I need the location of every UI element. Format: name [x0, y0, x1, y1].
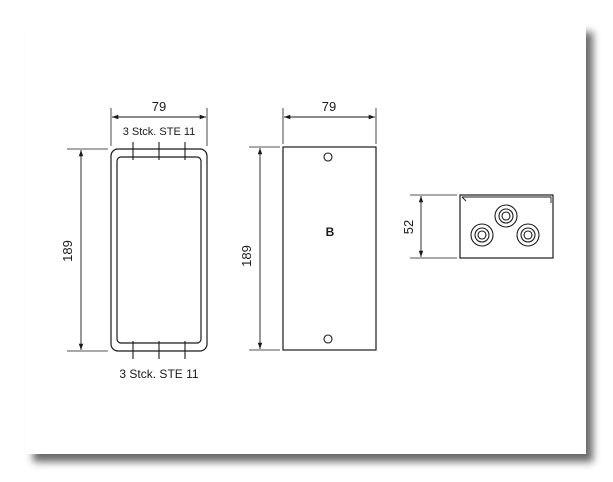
- width-label: 79: [322, 99, 336, 114]
- socket-top: [494, 204, 518, 228]
- frame-inner: [116, 156, 202, 344]
- middle-view: B 79 189: [239, 99, 377, 351]
- center-letter: B: [326, 225, 335, 239]
- socket-left: [470, 223, 494, 247]
- right-view: 52: [401, 194, 554, 259]
- bottom-terminals: [132, 341, 186, 359]
- socket-lip: [461, 196, 552, 203]
- width-label: 79: [152, 99, 166, 114]
- top-terminals: [132, 142, 186, 160]
- bottom-screw-hole: [323, 334, 333, 344]
- top-screw-hole: [323, 152, 333, 162]
- cover-plate: [282, 146, 377, 351]
- height-label: 189: [60, 240, 75, 262]
- height-label: 52: [401, 220, 416, 234]
- top-note: 3 Stck. STE 11: [123, 126, 196, 138]
- socket-right: [516, 223, 540, 247]
- left-view: 79 3 Stck. STE 11 189 3 Stck. STE 11: [60, 99, 208, 381]
- bottom-note: 3 Stck. STE 11: [119, 367, 198, 381]
- height-label: 189: [239, 245, 254, 267]
